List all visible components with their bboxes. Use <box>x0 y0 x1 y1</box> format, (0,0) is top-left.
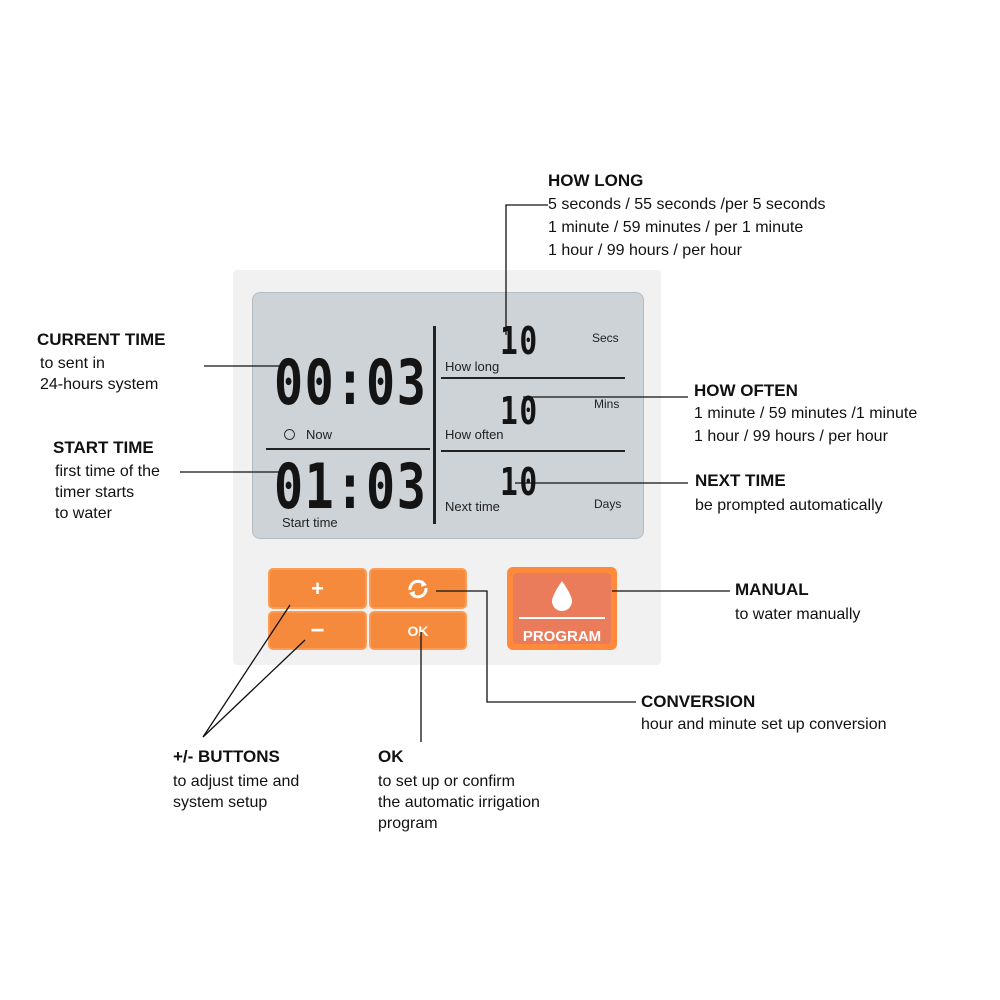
annotation-start-time: START TIME first time of the timer start… <box>53 438 160 524</box>
program-button-label: PROGRAM <box>522 628 602 645</box>
how-often-value: 10 <box>500 389 539 433</box>
plus-button[interactable]: + <box>268 568 367 609</box>
how-long-line-1: 5 seconds / 55 seconds /per 5 seconds <box>548 196 826 213</box>
program-underline <box>519 617 605 619</box>
conversion-line-1: hour and minute set up conversion <box>641 716 887 733</box>
annotation-ok: OK to set up or confirm the automatic ir… <box>378 747 540 834</box>
annotation-current-time: CURRENT TIME to sent in 24-hours system <box>37 330 165 395</box>
plus-minus-line-2: system setup <box>173 794 268 811</box>
conversion-title: CONVERSION <box>641 692 756 711</box>
manual-line-1: to water manually <box>735 606 861 623</box>
how-often-label: How often <box>445 427 504 442</box>
how-long-line-3: 1 hour / 99 hours / per hour <box>548 242 742 259</box>
start-time-line-1: first time of the <box>55 463 160 480</box>
next-time-unit: Days <box>594 497 622 511</box>
lcd-right-divider-2 <box>441 450 625 452</box>
ok-button-label: OK <box>407 622 429 639</box>
program-button[interactable]: PROGRAM <box>507 567 617 650</box>
start-time-title: START TIME <box>53 438 154 457</box>
start-time-line-2: timer starts <box>55 484 135 501</box>
plus-minus-title: +/- BUTTONS <box>173 747 280 766</box>
annotation-how-often: HOW OFTEN 1 minute / 59 minutes /1 minut… <box>694 381 917 447</box>
current-time-line-1: to sent in <box>40 355 105 372</box>
conversion-button[interactable] <box>369 568 467 609</box>
minus-button-label: − <box>310 616 325 644</box>
conversion-icon <box>408 579 428 598</box>
next-time-label: Next time <box>445 499 500 514</box>
how-often-title: HOW OFTEN <box>694 381 798 400</box>
lcd-vertical-divider <box>433 326 436 524</box>
annotation-next-time: NEXT TIME be prompted automatically <box>695 471 883 516</box>
plus-leader <box>202 604 291 738</box>
how-long-title: HOW LONG <box>548 171 644 190</box>
next-time-value: 10 <box>500 460 539 504</box>
start-time-line-3: to water <box>55 505 112 522</box>
how-often-line-2: 1 hour / 99 hours / per hour <box>694 428 888 445</box>
current-time-display: 00:03 <box>274 346 428 419</box>
plus-minus-line-1: to adjust time and <box>173 773 300 790</box>
lcd-screen <box>252 292 644 539</box>
minus-leader <box>202 639 306 738</box>
start-time-display: 01:03 <box>274 450 428 523</box>
how-long-line-2: 1 minute / 59 minutes / per 1 minute <box>548 219 804 236</box>
clock-icon <box>284 429 295 440</box>
annotation-plus-minus: +/- BUTTONS to adjust time and system se… <box>173 747 299 813</box>
minus-button[interactable]: − <box>268 611 367 650</box>
annotation-manual: MANUAL to water manually <box>735 580 860 625</box>
manual-title: MANUAL <box>735 580 809 599</box>
annotation-how-long: HOW LONG 5 seconds / 55 seconds /per 5 s… <box>548 171 826 261</box>
ok-line-2: the automatic irrigation <box>378 794 540 811</box>
how-long-label: How long <box>445 359 500 374</box>
how-long-leader <box>505 204 548 335</box>
start-time-label: Start time <box>282 515 338 530</box>
current-time-line-2: 24-hours system <box>40 376 159 393</box>
water-drop-icon <box>552 581 572 611</box>
next-time-title: NEXT TIME <box>695 471 786 490</box>
lcd-right-divider-1 <box>441 377 625 379</box>
ok-title: OK <box>378 747 404 766</box>
now-label: Now <box>306 427 333 442</box>
plus-button-label: + <box>311 575 324 601</box>
conversion-leader <box>436 590 636 703</box>
ok-line-1: to set up or confirm <box>378 773 515 790</box>
current-time-title: CURRENT TIME <box>37 330 166 349</box>
annotation-conversion: CONVERSION hour and minute set up conver… <box>641 692 886 735</box>
ok-line-3: program <box>378 815 438 832</box>
how-often-line-1: 1 minute / 59 minutes /1 minute <box>694 405 918 422</box>
lcd-left-horizontal-divider <box>266 448 430 450</box>
how-long-unit: Secs <box>592 331 619 345</box>
ok-button[interactable]: OK <box>369 611 467 650</box>
next-time-line-1: be prompted automatically <box>695 497 883 514</box>
how-often-unit: Mins <box>594 397 620 411</box>
